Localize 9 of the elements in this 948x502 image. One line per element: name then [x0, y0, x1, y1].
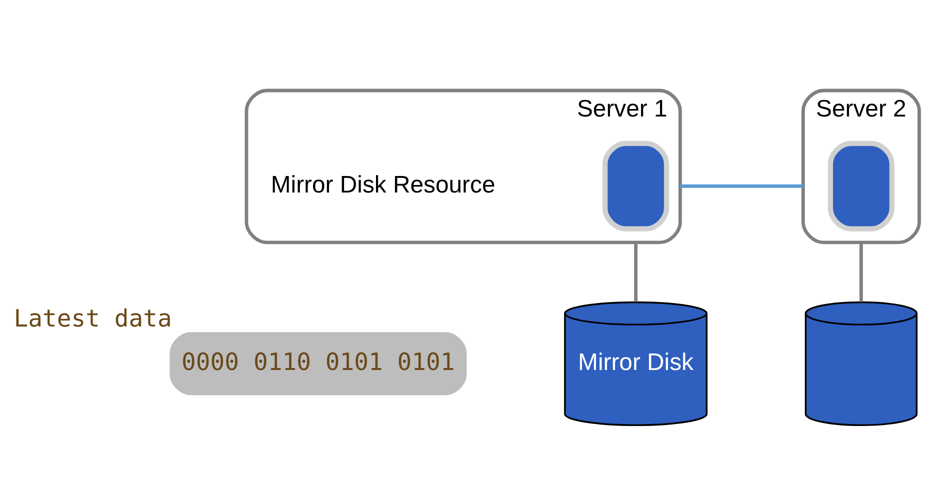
node-label: Latest data	[14, 304, 172, 332]
connector	[859, 242, 863, 302]
node-box	[602, 140, 670, 232]
cluster: Server 2	[801, 88, 921, 244]
node-box	[828, 140, 894, 232]
connector	[680, 184, 804, 188]
connector	[634, 242, 638, 302]
node-text: Mirror Disk Resource	[270, 171, 496, 198]
node-box: 0000 0110 0101 0101	[170, 332, 467, 396]
